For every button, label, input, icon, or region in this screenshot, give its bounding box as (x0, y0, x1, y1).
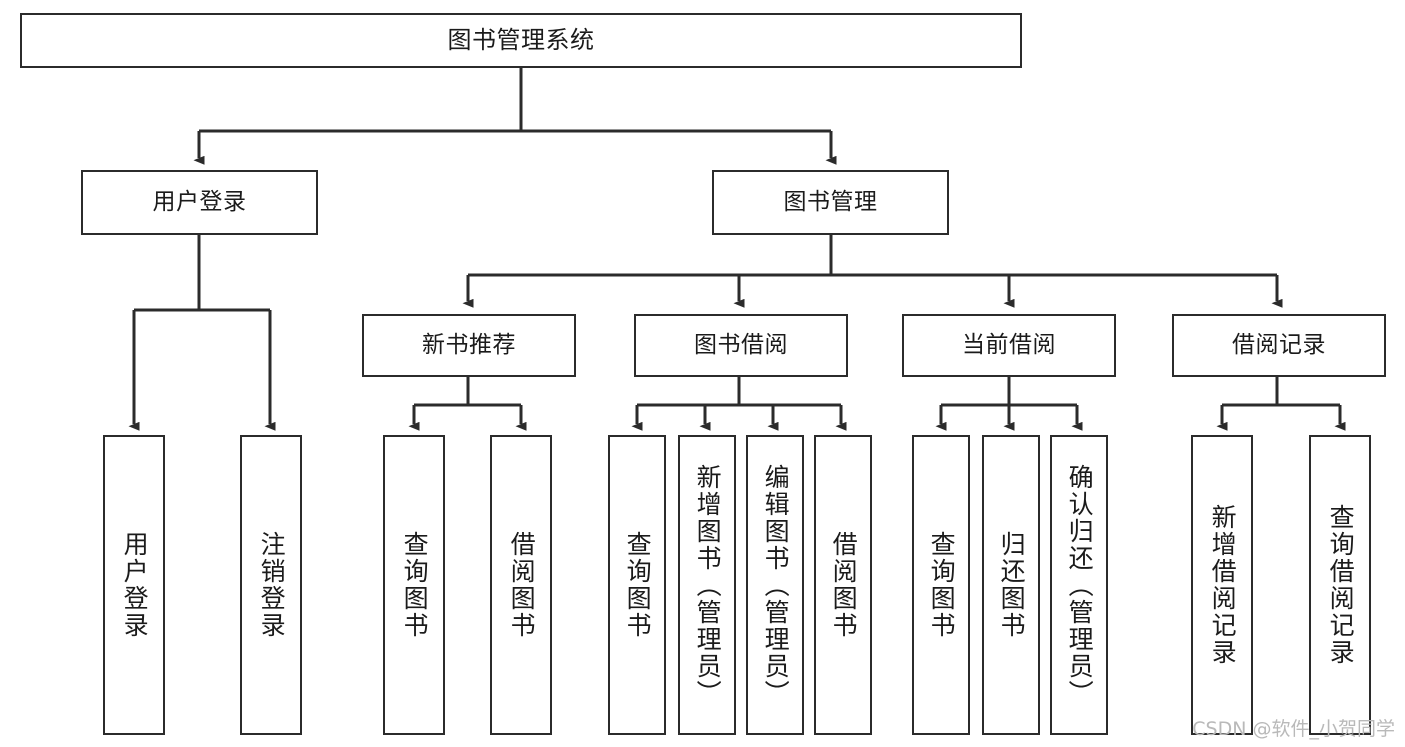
leaf-add-borrow-record[interactable]: 新增借阅记录 (1191, 435, 1253, 735)
leaf-borrow-book[interactable]: 借阅图书 (814, 435, 872, 735)
csdn-watermark: CSDN @软件_小贺同学 (1192, 718, 1395, 740)
node-book-borrow[interactable]: 图书借阅 (634, 314, 848, 377)
leaf-query-borrow-record[interactable]: 查询借阅记录 (1309, 435, 1371, 735)
node-label: 注销登录 (257, 531, 287, 639)
node-new-book-recommendation[interactable]: 新书推荐 (362, 314, 576, 377)
node-label: 查询图书 (623, 531, 653, 639)
leaf-add-book-admin[interactable]: 新增图书（管理员） (678, 435, 736, 735)
leaf-query-book-new[interactable]: 查询图书 (383, 435, 445, 735)
leaf-user-login[interactable]: 用户登录 (103, 435, 165, 735)
node-label: 借阅图书 (507, 531, 537, 639)
leaf-logout[interactable]: 注销登录 (240, 435, 302, 735)
node-label: 确认归还（管理员） (1065, 463, 1095, 707)
node-label: 查询借阅记录 (1326, 504, 1356, 666)
node-label: 归还图书 (997, 531, 1027, 639)
node-label: 当前借阅 (962, 331, 1056, 358)
node-borrow-record[interactable]: 借阅记录 (1172, 314, 1386, 377)
node-label: 编辑图书（管理员） (761, 463, 791, 707)
leaf-query-book-current[interactable]: 查询图书 (912, 435, 970, 735)
node-current-borrow[interactable]: 当前借阅 (902, 314, 1116, 377)
node-label: 借阅记录 (1232, 331, 1326, 358)
node-label: 图书管理 (783, 188, 878, 215)
node-user-login[interactable]: 用户登录 (81, 170, 318, 235)
node-label: 新增借阅记录 (1208, 504, 1238, 666)
node-book-management[interactable]: 图书管理 (712, 170, 949, 235)
node-label: 查询图书 (400, 531, 430, 639)
leaf-edit-book-admin[interactable]: 编辑图书（管理员） (746, 435, 804, 735)
node-label: 图书借阅 (694, 331, 788, 358)
leaf-borrow-book-new[interactable]: 借阅图书 (490, 435, 552, 735)
node-label: 新书推荐 (422, 331, 516, 358)
node-label: 用户登录 (120, 531, 150, 639)
node-label: 用户登录 (152, 188, 247, 215)
leaf-confirm-return-admin[interactable]: 确认归还（管理员） (1050, 435, 1108, 735)
node-label: 借阅图书 (829, 531, 859, 639)
leaf-return-book[interactable]: 归还图书 (982, 435, 1040, 735)
node-label: 查询图书 (927, 531, 957, 639)
leaf-query-book-borrow[interactable]: 查询图书 (608, 435, 666, 735)
node-label: 图书管理系统 (447, 26, 595, 55)
node-root-book-management-system[interactable]: 图书管理系统 (20, 13, 1022, 68)
node-label: 新增图书（管理员） (693, 463, 723, 707)
